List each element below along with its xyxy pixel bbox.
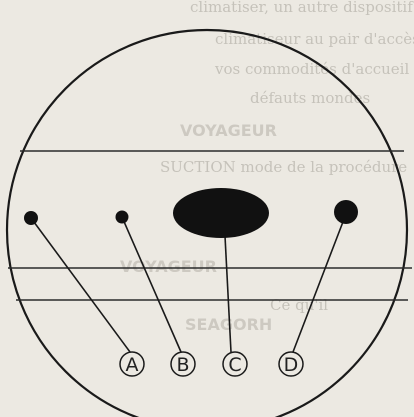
label-a-text: A bbox=[126, 354, 139, 376]
dot-b bbox=[116, 211, 129, 224]
label-d-text: D bbox=[284, 354, 299, 376]
bleed-line-5: VOYAGEUR bbox=[180, 121, 277, 140]
bleed-line-3: vos commodités d'accueil à bbox=[214, 60, 414, 78]
bleed-line-8: Ce qu'il bbox=[270, 296, 328, 314]
label-b: B bbox=[171, 352, 195, 376]
dot-d bbox=[334, 200, 358, 224]
pointer-line-a bbox=[31, 218, 130, 352]
pointer-line-c bbox=[225, 236, 231, 352]
pointer-line-b bbox=[122, 217, 181, 352]
bleed-line-6: SUCTION mode de la procédure bbox=[160, 158, 407, 176]
label-c-text: C bbox=[228, 354, 241, 376]
bleed-line-1: climatiser, un autre dispositif que le bbox=[190, 0, 414, 16]
label-a: A bbox=[120, 352, 144, 376]
label-c: C bbox=[223, 352, 247, 376]
pointer-line-d bbox=[293, 214, 346, 352]
ellipse-c bbox=[173, 188, 269, 238]
bleed-line-7: VOYAGEUR bbox=[120, 257, 217, 276]
dot-a bbox=[24, 211, 38, 225]
label-d: D bbox=[279, 352, 303, 376]
label-b-text: B bbox=[176, 354, 189, 376]
bleed-through-text: climatiser, un autre dispositif que le c… bbox=[120, 0, 414, 334]
